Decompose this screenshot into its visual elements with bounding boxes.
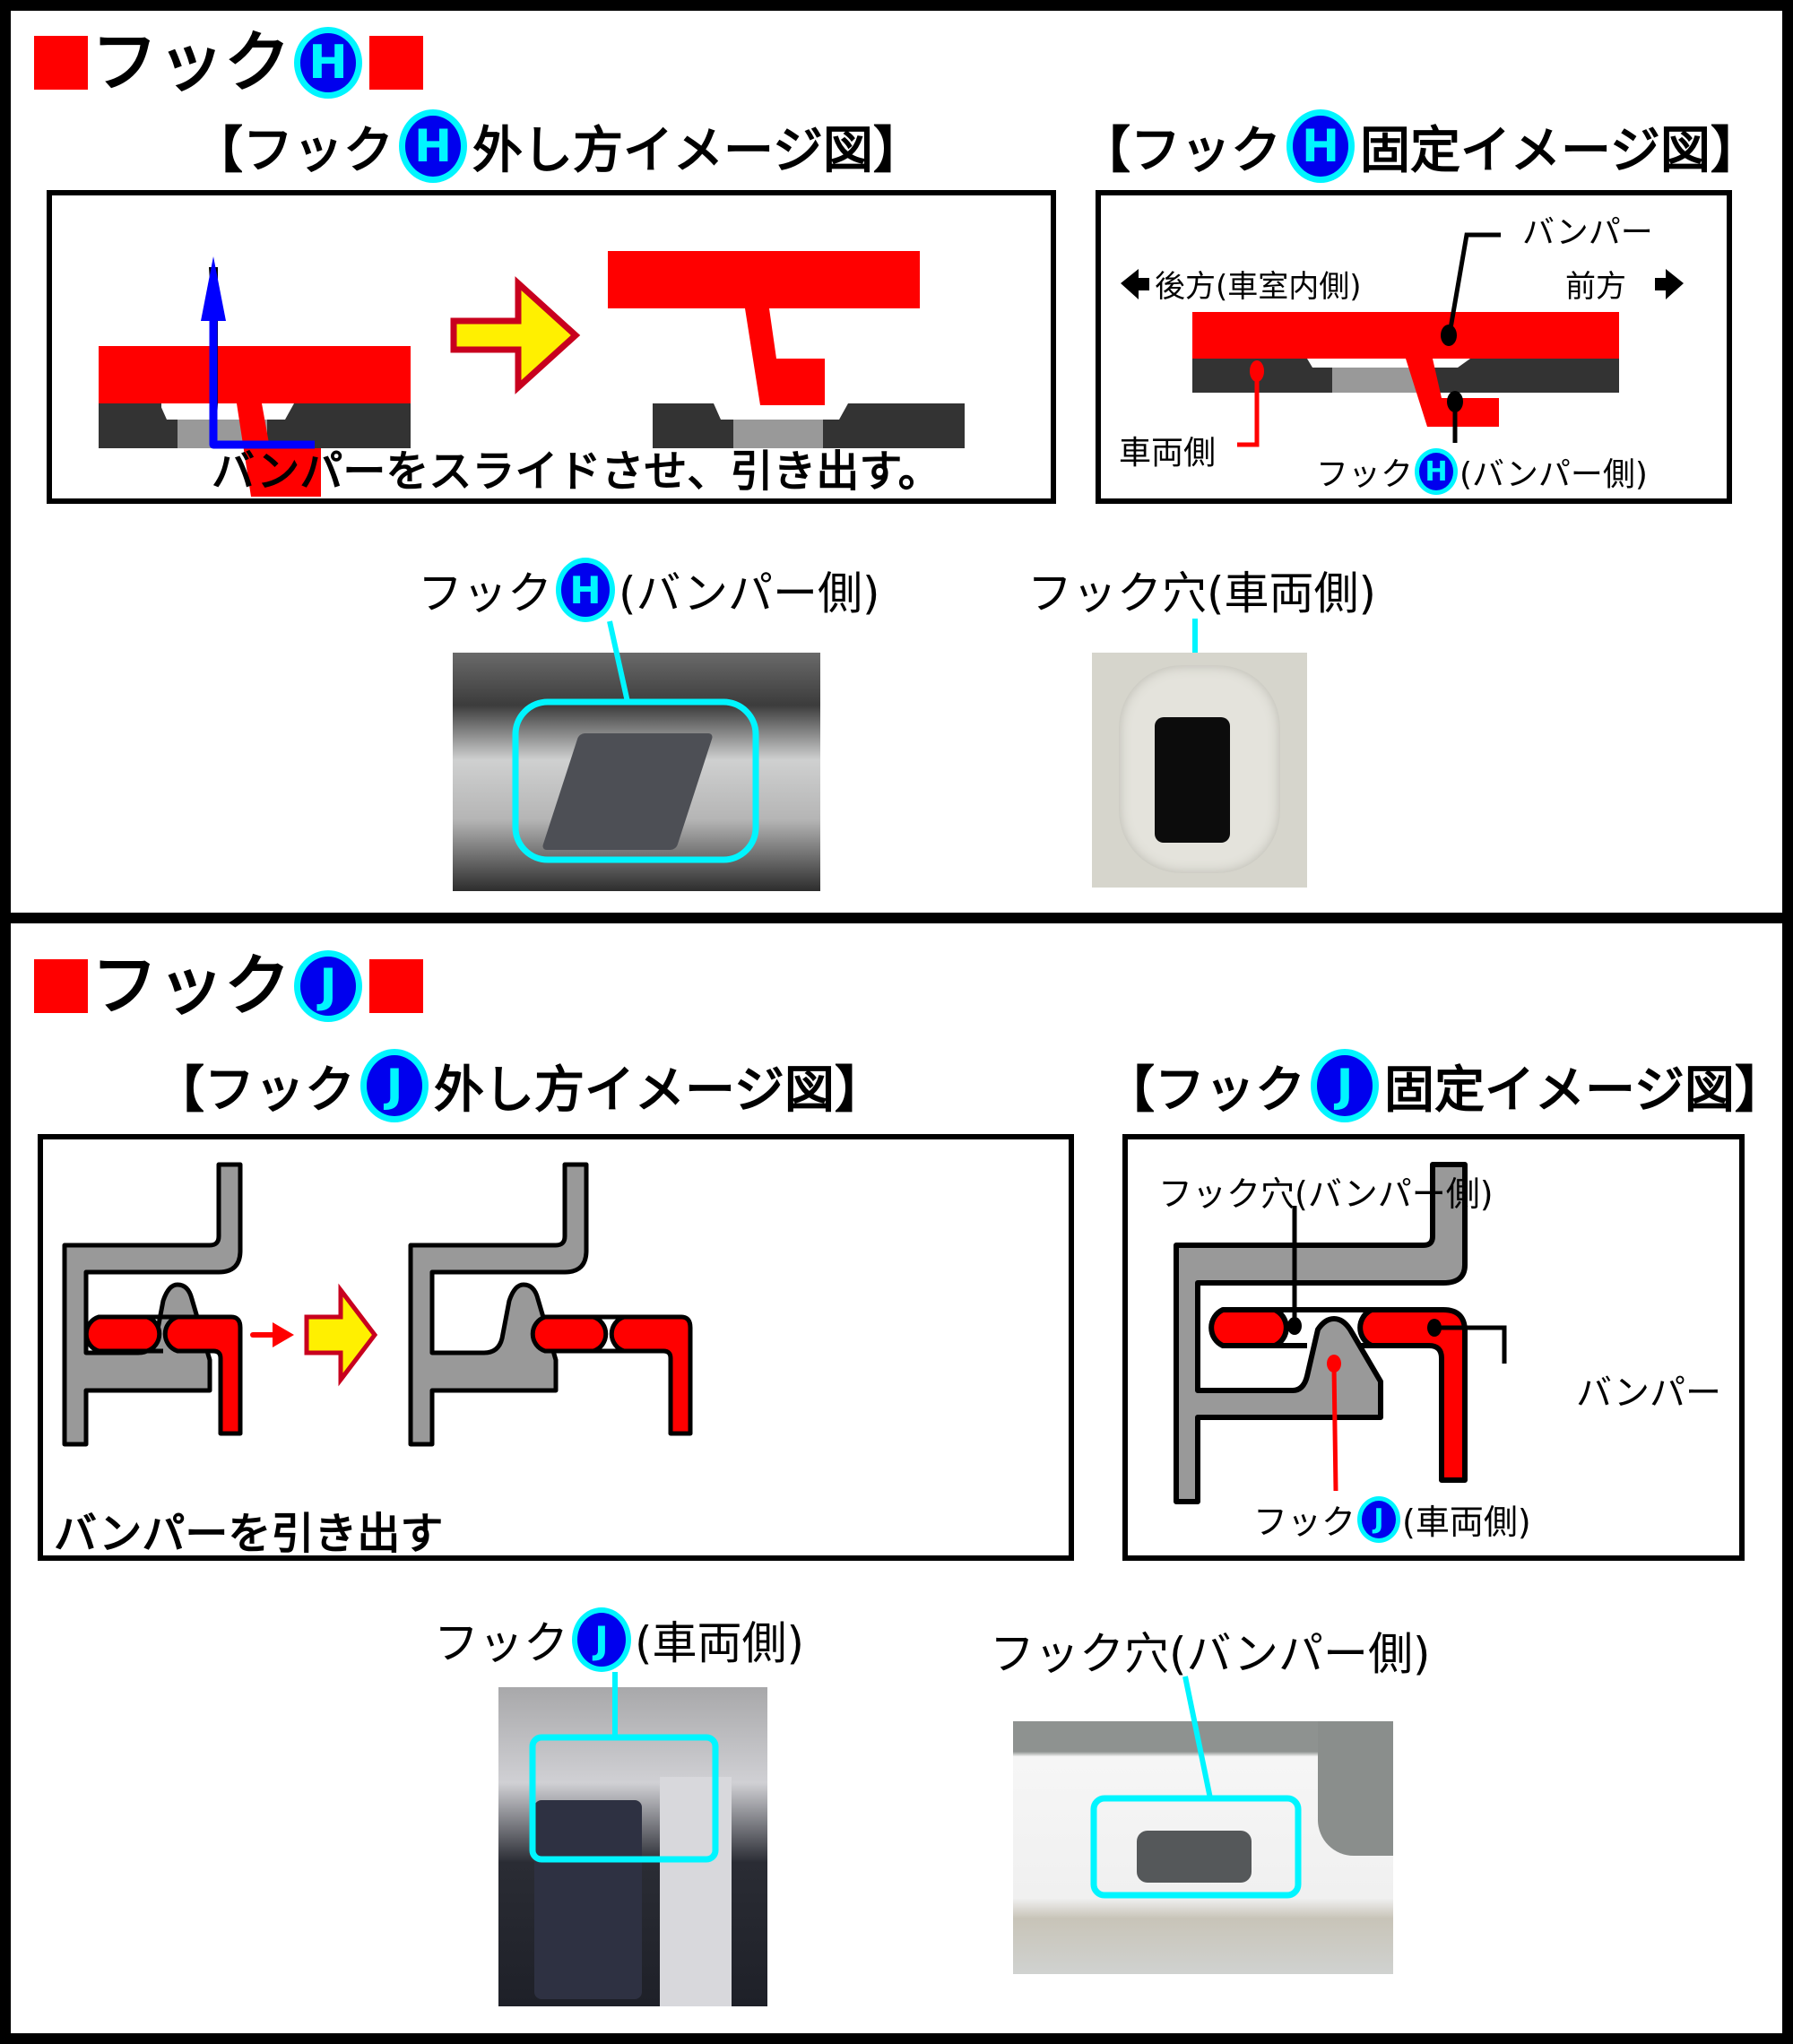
title-prefix: 【フック xyxy=(193,121,394,180)
label-bumper: バンパー xyxy=(1576,1373,1721,1414)
arrow-right-icon xyxy=(1655,269,1684,299)
arrow-left-icon xyxy=(1121,269,1149,299)
removal-diagram-j xyxy=(62,1162,693,1447)
removal-diagram-title-h: 【フック H 外し方イメージ図】 xyxy=(193,109,923,183)
pull-arrow-head xyxy=(273,1322,294,1347)
photo-hook-hole-bumper xyxy=(1013,1721,1393,1974)
photo-label-hook-j: フック J (車両側) xyxy=(434,1607,804,1672)
label-suffix: (バンパー側) xyxy=(619,567,880,619)
label-hook-h: フック H (バンパー側) xyxy=(1316,448,1648,495)
bumper-segment xyxy=(1208,1307,1289,1348)
label-hook-hole-bumper: フック穴(バンパー側) xyxy=(1158,1174,1494,1214)
photo-label-hook-h: フック H (バンパー側) xyxy=(418,558,880,622)
fixed-diagram-box-j: フック穴(バンパー側) バンパー フック J (車両側) xyxy=(1122,1134,1745,1561)
label-bumper: バンパー xyxy=(1522,214,1653,251)
photo-hook-j-vehicle xyxy=(498,1687,767,2006)
leader-line-hook xyxy=(1331,1364,1338,1492)
motion-arrow-blue xyxy=(209,321,315,449)
title-prefix: 【フック xyxy=(1104,1061,1305,1120)
fixed-diagram-h xyxy=(1121,232,1684,447)
label-suffix: (車両側) xyxy=(1402,1503,1531,1542)
title-suffix: 外し方イメージ図】 xyxy=(472,121,923,180)
vehicle-panel-right xyxy=(1433,359,1619,393)
transition-arrow-yellow xyxy=(304,1283,378,1387)
badge-h: H xyxy=(1286,109,1355,183)
label-prefix: フック xyxy=(418,567,552,619)
hook-h xyxy=(1406,359,1499,427)
title-suffix: 外し方イメージ図】 xyxy=(434,1061,885,1120)
photo-hook-h-bumper xyxy=(453,653,820,891)
label-prefix: フック xyxy=(434,1617,568,1669)
fixed-diagram-title-h: 【フック H 固定イメージ図】 xyxy=(1080,109,1761,183)
photo-bracket xyxy=(660,1777,732,2006)
hook-h xyxy=(237,403,321,497)
fixed-diagram-box-h: バンパー 後方(車室内側) 前方 車両側 フック H (バンパー側) xyxy=(1096,190,1732,504)
vehicle-panel-left xyxy=(99,403,178,448)
vehicle-panel-right xyxy=(267,403,411,448)
label-prefix: フック xyxy=(1253,1503,1356,1542)
label-prefix: フック xyxy=(1316,456,1414,493)
vehicle-bracket xyxy=(1174,1162,1468,1504)
badge-j: J xyxy=(294,950,362,1022)
title-suffix: 固定イメージ図】 xyxy=(1360,121,1761,180)
label-vehicle-side: 車両側 xyxy=(1119,435,1217,472)
removal-caption-h: バンパーをスライドさせ、引き出す。 xyxy=(212,446,941,497)
badge-h: H xyxy=(399,109,467,183)
leader-line-vehicle xyxy=(1237,375,1260,447)
section-title-text: フック xyxy=(91,24,290,101)
before-state xyxy=(99,256,411,497)
leader-line-bumper xyxy=(1446,232,1501,340)
red-square-marker xyxy=(369,959,423,1013)
removal-diagram-box-h: バンパーをスライドさせ、引き出す。 xyxy=(47,190,1056,504)
photo-bg-shape xyxy=(1318,1721,1393,1856)
label-suffix: (バンパー側) xyxy=(1460,456,1648,493)
after-state xyxy=(608,251,965,448)
bumper xyxy=(99,346,411,403)
label-suffix: (車両側) xyxy=(635,1617,805,1669)
removal-diagram-box-j: バンパーを引き出す xyxy=(38,1134,1074,1561)
before-state xyxy=(62,1162,243,1447)
photo-label-hook-hole-bumper: フック穴(バンパー側) xyxy=(990,1628,1431,1680)
hole-shape xyxy=(1137,1831,1252,1883)
badge-h: H xyxy=(1415,448,1459,495)
badge-h: H xyxy=(556,558,615,622)
leader-line-bumper xyxy=(1434,1325,1507,1364)
title-suffix: 固定イメージ図】 xyxy=(1384,1061,1785,1120)
label-rear: 後方(車室内側) xyxy=(1155,269,1362,305)
removal-diagram-title-j: 【フック J 外し方イメージ図】 xyxy=(154,1049,885,1122)
vehicle-bracket xyxy=(62,1162,243,1447)
section-title-hook-h: フック H xyxy=(34,27,423,99)
removal-diagram-h xyxy=(99,251,965,497)
transition-arrow-yellow xyxy=(450,276,581,394)
fixed-diagram-j xyxy=(1174,1162,1507,1504)
fixed-diagram-title-j: 【フック J 固定イメージ図】 xyxy=(1104,1049,1785,1122)
red-square-marker xyxy=(369,36,423,90)
badge-j: J xyxy=(360,1049,429,1122)
label-front: 前方 xyxy=(1565,269,1626,305)
badge-j: J xyxy=(572,1607,631,1672)
after-state xyxy=(408,1162,693,1447)
title-prefix: 【フック xyxy=(154,1061,355,1120)
hook-photo-shape xyxy=(541,733,715,850)
section-title-hook-j: フック J xyxy=(34,950,423,1022)
hook-photo-shape xyxy=(534,1800,642,1999)
bumper xyxy=(1192,312,1619,359)
section-title-text: フック xyxy=(91,948,290,1025)
badge-j: J xyxy=(1311,1049,1379,1122)
badge-j: J xyxy=(1357,1495,1401,1543)
hole-shape xyxy=(1155,717,1230,843)
removal-caption-j: バンパーを引き出す xyxy=(54,1509,444,1559)
badge-h: H xyxy=(294,27,362,99)
photo-label-hook-hole-vehicle: フック穴(車両側) xyxy=(1027,567,1377,619)
red-square-marker xyxy=(34,36,88,90)
label-hook-j: フック J (車両側) xyxy=(1253,1494,1531,1544)
motion-arrow-head xyxy=(201,256,226,321)
photo-hook-hole-vehicle xyxy=(1092,653,1307,888)
title-prefix: 【フック xyxy=(1080,121,1281,180)
red-square-marker xyxy=(34,959,88,1013)
bumper-segment xyxy=(162,1314,243,1436)
bumper-segment xyxy=(83,1314,162,1354)
